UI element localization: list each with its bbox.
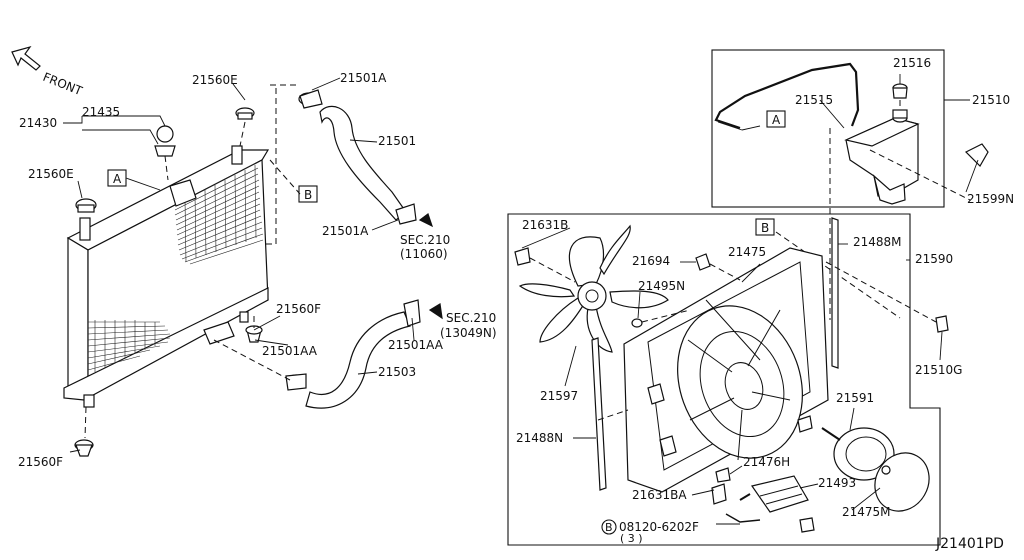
label-21488m: 21488M [853,235,902,249]
upper-radiator-hose [298,89,434,228]
cooling-fan-blade [518,224,669,353]
reservoir-inset-box: A [711,49,971,208]
fan-motor [797,415,895,481]
label-sec210-lower-code: (13049N) [440,326,497,340]
label-21597: 21597 [540,389,578,403]
label-21560e-top: 21560E [192,73,238,87]
radiator-cap [154,125,176,181]
label-21475m: 21475M [842,505,891,519]
leader-lines [63,74,979,525]
seal-21488n [591,337,607,491]
seal-21488m [831,217,839,369]
label-21488n: 21488N [516,431,563,445]
label-21560f-bottom: 21560F [18,455,63,469]
radiator-core-fins [87,161,264,372]
label-21560f-mid: 21560F [276,302,321,316]
part-labels: 21430 21435 21560E 21560E 21501A 21501 2… [18,56,1014,545]
label-21493: 21493 [818,476,856,490]
clip-21476h [715,467,731,483]
label-21516: 21516 [893,56,931,70]
ref-marker-b-fan: B [755,218,775,236]
svg-text:B: B [304,188,312,202]
ref-marker-a-radiator: A [107,169,161,191]
reservoir-cap [892,83,908,108]
label-sec210-upper-code: (11060) [400,247,448,261]
bolt-21631b [514,247,576,283]
svg-text:B: B [761,221,769,235]
bolt-21694 [695,253,741,281]
svg-text:A: A [772,113,781,127]
washer-21495n [631,309,691,328]
clip-21599n [964,143,989,167]
label-21501: 21501 [378,134,416,148]
fan-shroud-inset-box [507,213,941,546]
label-21631b: 21631B [522,218,568,232]
label-21435: 21435 [82,105,120,119]
label-bolt-qty: ( 3 ) [620,532,643,545]
label-21503: 21503 [378,365,416,379]
label-21501a-top: 21501A [340,71,387,85]
fan-resistor [711,475,815,533]
svg-text:A: A [113,172,122,186]
label-21475: 21475 [728,245,766,259]
fan-shroud [597,247,829,493]
bolt-b-marker: B [601,519,617,535]
ref-marker-b-radiator: B [298,185,318,203]
label-21430: 21430 [19,116,57,130]
label-21631ba: 21631BA [632,488,687,502]
label-sec210-upper: SEC.210 [400,233,450,247]
grommet-21560e-left [75,198,97,213]
label-21510g: 21510G [915,363,962,377]
label-21501aa-right: 21501AA [388,338,444,352]
label-21560e-left: 21560E [28,167,74,181]
bolt-21510g [825,261,949,333]
label-21590: 21590 [915,252,953,266]
label-21510: 21510 [972,93,1010,107]
label-bolt-code: 08120-6202F [619,520,699,534]
fan-motor-cover [874,452,930,512]
grommet-21560e-top [235,107,255,147]
lower-radiator-hose [213,299,443,409]
grommet-21560f-bottom [74,406,94,457]
label-21515: 21515 [795,93,833,107]
label-21599n: 21599N [967,192,1014,206]
label-21476h: 21476H [743,455,790,469]
label-21501aa-left: 21501AA [262,344,318,358]
radiator [63,145,270,408]
reservoir-tank [844,109,920,205]
label-21694: 21694 [632,254,670,268]
label-21591: 21591 [836,391,874,405]
front-direction-arrow: FRONT [11,45,85,99]
svg-text:B: B [605,521,613,534]
label-21501a-bottom: 21501A [322,224,369,238]
front-label: FRONT [41,70,85,99]
label-21495n: 21495N [638,279,685,293]
label-sec210-lower: SEC.210 [446,311,496,325]
diagram-code: J21401PD [935,536,1004,552]
